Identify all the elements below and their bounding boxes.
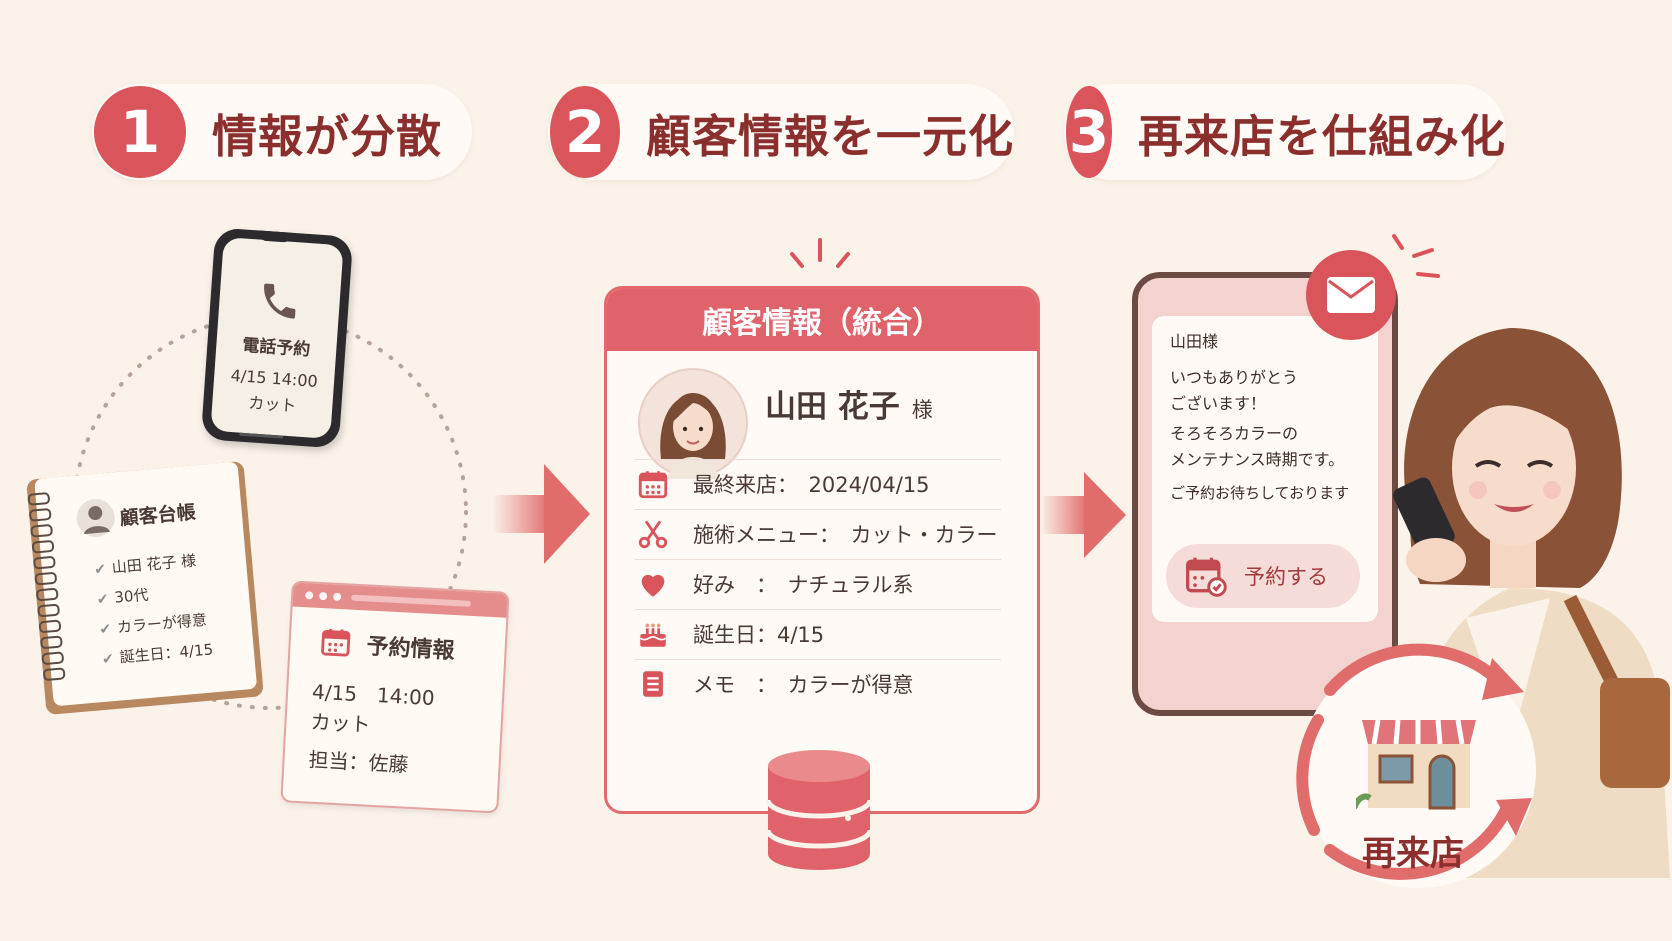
message-line: そろそろカラーの bbox=[1170, 424, 1299, 443]
step-title: 再来店を仕組み化 bbox=[1137, 109, 1506, 163]
reservation-staff: 担当：佐藤 bbox=[307, 747, 410, 777]
notebook-title: 顧客台帳 bbox=[118, 501, 197, 530]
check-icon: ✔ bbox=[96, 591, 110, 609]
store-icon bbox=[1356, 719, 1476, 810]
step-title: 情報が分散 bbox=[212, 109, 443, 163]
sparkle-lines bbox=[790, 238, 850, 268]
notebook-item: ✔カラーが得意 bbox=[98, 610, 208, 639]
step-number: 2 bbox=[550, 86, 620, 178]
revisit-label: 再来店 bbox=[1362, 834, 1464, 874]
message-line: メンテナンス時期です。 bbox=[1170, 450, 1345, 469]
message-bubble: 山田様 いつもありがとう ございます！ そろそろカラーの メンテナンス時期です。… bbox=[1152, 316, 1378, 622]
sparkle-lines bbox=[1392, 234, 1440, 278]
card-row-preference: 好み ： ナチュラル系 bbox=[635, 559, 1001, 610]
mail-icon bbox=[1327, 277, 1375, 313]
reservation-menu: カット bbox=[309, 709, 372, 737]
memo-icon bbox=[643, 671, 663, 697]
step-3-header: 3 再来店を仕組み化 bbox=[1064, 84, 1506, 180]
notebook-item: ✔誕生日：4/15 bbox=[101, 640, 214, 668]
notebook-item: ✔30代 bbox=[96, 585, 150, 609]
database-icon bbox=[765, 750, 873, 870]
check-icon: ✔ bbox=[93, 561, 107, 579]
cake-icon bbox=[639, 623, 667, 647]
message-line: 山田様 bbox=[1170, 332, 1219, 351]
heart-icon bbox=[641, 574, 665, 597]
notebook-item: ✔山田 花子 様 bbox=[93, 551, 197, 579]
card-row-menu: 施術メニュー： カット・カラー bbox=[635, 509, 1001, 560]
customer-ledger-notebook: 顧客台帳 ✔山田 花子 様 ✔30代 ✔カラーが得意 ✔誕生日：4/15 bbox=[26, 460, 264, 716]
customer-name: 山田 花子 様 bbox=[765, 389, 933, 425]
reserve-button-label: 予約する bbox=[1244, 565, 1328, 589]
check-icon: ✔ bbox=[98, 621, 112, 639]
step-1-header: 1 情報が分散 bbox=[92, 84, 472, 180]
message-phone: 山田様 いつもありがとう ございます！ そろそろカラーの メンテナンス時期です。… bbox=[1132, 272, 1398, 716]
person-avatar-icon bbox=[76, 499, 115, 538]
step-number: 1 bbox=[94, 86, 186, 178]
phone-call-icon bbox=[264, 283, 296, 319]
reserve-button[interactable]: 予約する bbox=[1166, 544, 1360, 608]
customer-avatar bbox=[638, 368, 748, 479]
phone-menu: カット bbox=[247, 393, 297, 416]
calendar-icon bbox=[321, 628, 351, 657]
scissors-icon bbox=[638, 520, 668, 549]
mail-badge bbox=[1306, 250, 1396, 340]
card-header: 顧客情報（統合） bbox=[607, 289, 1037, 351]
reservation-window: 予約情報 4/15 14:00 カット 担当：佐藤 bbox=[280, 580, 510, 814]
card-row-memo: メモ ： カラーが得意 bbox=[635, 659, 1001, 709]
calendar-icon bbox=[638, 471, 668, 499]
integrated-customer-card: 顧客情報（統合） 山田 花子 様 最終来店： 2024/04/15 施術メニ bbox=[604, 286, 1040, 814]
arrow-to-step3 bbox=[1040, 472, 1126, 558]
step-number: 3 bbox=[1066, 86, 1112, 178]
message-line: いつもありがとう bbox=[1170, 368, 1299, 387]
step-2-header: 2 顧客情報を一元化 bbox=[548, 84, 1014, 180]
arrow-to-step2 bbox=[492, 464, 590, 564]
check-icon: ✔ bbox=[101, 651, 115, 668]
step-title: 顧客情報を一元化 bbox=[645, 109, 1014, 163]
reservation-title: 予約情報 bbox=[365, 634, 456, 665]
calendar-check-icon bbox=[1186, 557, 1227, 597]
phone-reservation: 電話予約 4/15 14:00 カット bbox=[200, 227, 354, 449]
card-row-last-visit: 最終来店： 2024/04/15 bbox=[635, 459, 1001, 510]
message-line: ございます！ bbox=[1170, 394, 1267, 413]
card-row-birthday: 誕生日：4/15 bbox=[635, 609, 1001, 660]
phone-label: 電話予約 bbox=[241, 335, 311, 361]
message-line: ご予約お待ちしております bbox=[1170, 484, 1350, 502]
